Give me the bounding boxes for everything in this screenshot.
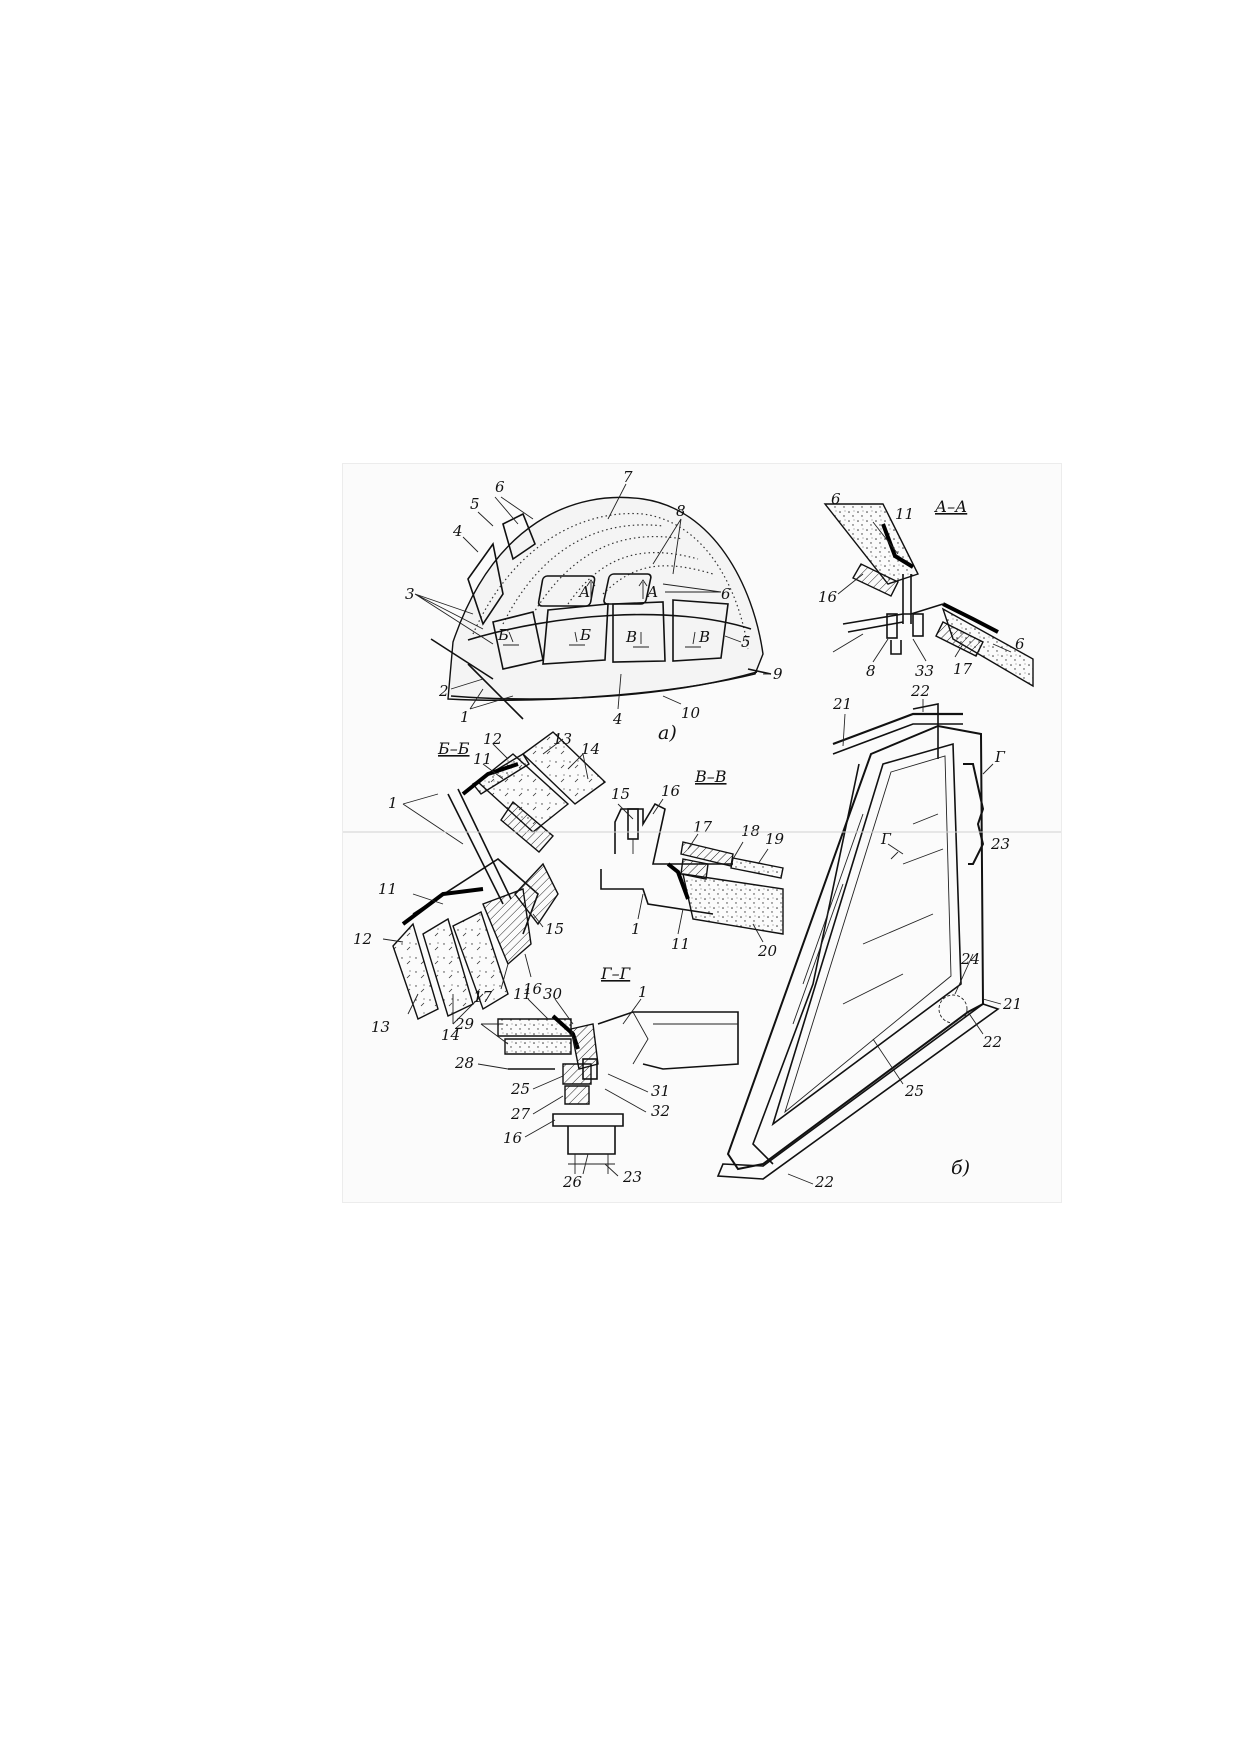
section-title: Г–Г <box>600 964 632 983</box>
label: 15 <box>611 785 630 803</box>
label: 12 <box>353 930 372 948</box>
label: 6 <box>831 490 841 508</box>
label: 1 <box>388 794 398 812</box>
label: 21 <box>832 695 852 713</box>
label: 8 <box>866 662 876 680</box>
label: 22 <box>982 1033 1002 1051</box>
label: 5 <box>470 495 480 513</box>
label: 17 <box>693 818 713 836</box>
label: 16 <box>503 1129 523 1147</box>
section-gg <box>477 998 739 1177</box>
section-bb-labels: Б–Б 1 11 11 12 12 13 13 14 14 15 16 17 <box>353 730 600 1044</box>
label: 21 <box>1002 995 1022 1013</box>
label: 10 <box>681 704 701 722</box>
label: 22 <box>814 1173 834 1191</box>
label: 29 <box>454 1015 475 1033</box>
section-vv <box>600 798 784 943</box>
section-mark: Б <box>497 626 509 644</box>
view-a-canopy <box>414 483 772 720</box>
view-b-window <box>716 699 1002 1185</box>
technical-drawing: 6 5 4 3 7 8 6 5 9 10 4 2 1 А А Б Б В В а… <box>342 463 1062 1203</box>
section-mark: Б <box>579 626 591 644</box>
label: 6 <box>1015 635 1025 653</box>
label: 14 <box>581 740 600 758</box>
label: 22 <box>910 682 930 700</box>
label: 1 <box>631 920 641 938</box>
label: 32 <box>651 1102 670 1120</box>
label: 15 <box>545 920 564 938</box>
view-caption: а) <box>658 722 677 744</box>
label: 18 <box>741 822 760 840</box>
label: 11 <box>895 505 914 523</box>
label: 5 <box>741 633 751 651</box>
section-gg-labels: Г–Г 11 30 1 29 28 25 27 16 26 31 32 23 <box>454 964 670 1191</box>
label: 16 <box>818 588 838 606</box>
label: 11 <box>513 985 532 1003</box>
section-mark: Г <box>880 830 892 848</box>
label: 19 <box>765 830 785 848</box>
label: 17 <box>953 660 973 678</box>
label: 8 <box>676 502 686 520</box>
label: 33 <box>915 662 934 680</box>
label: 3 <box>405 585 415 603</box>
label: 12 <box>483 730 502 748</box>
label: 11 <box>473 750 492 768</box>
label: 16 <box>661 782 681 800</box>
section-mark: А <box>578 583 590 601</box>
section-aa-labels: А–А 6 6 11 16 8 33 17 <box>818 490 1025 680</box>
label: 14 <box>441 1026 460 1044</box>
label: 9 <box>773 665 783 683</box>
label: 1 <box>460 708 470 726</box>
label: 31 <box>651 1082 670 1100</box>
section-title: В–В <box>694 767 727 786</box>
label: 6 <box>721 585 731 603</box>
view-a-labels: 6 5 4 3 7 8 6 5 9 10 4 2 1 А А Б Б В В а… <box>405 468 783 744</box>
label: 16 <box>523 980 543 998</box>
view-b-labels: 22 21 23 24 21 22 25 22 Г Г б) <box>814 682 1022 1191</box>
label: 24 <box>960 950 980 968</box>
section-aa <box>823 503 1034 688</box>
label: 7 <box>623 468 633 486</box>
view-caption: б) <box>951 1157 970 1179</box>
label: 2 <box>438 682 449 700</box>
label: 4 <box>452 522 463 540</box>
label: 4 <box>612 710 623 728</box>
label: 20 <box>757 942 778 960</box>
label: 13 <box>553 730 572 748</box>
drawing-canvas: 6 5 4 3 7 8 6 5 9 10 4 2 1 А А Б Б В В а… <box>343 468 1061 1191</box>
section-title: А–А <box>934 497 967 516</box>
label: 11 <box>671 935 690 953</box>
label: 30 <box>543 985 563 1003</box>
label: 11 <box>378 880 397 898</box>
label: 23 <box>990 835 1010 853</box>
label: 13 <box>371 1018 390 1036</box>
label: 23 <box>622 1168 642 1186</box>
section-title: Б–Б <box>437 739 470 758</box>
section-mark: Г <box>994 748 1006 766</box>
label: 6 <box>495 478 505 496</box>
section-bb <box>382 731 607 1025</box>
section-mark: В <box>698 628 710 646</box>
section-mark: А <box>646 583 658 601</box>
label: 17 <box>473 988 493 1006</box>
label: 27 <box>510 1105 531 1123</box>
label: 1 <box>638 983 648 1001</box>
label: 28 <box>454 1054 474 1072</box>
label: 25 <box>510 1080 530 1098</box>
label: 25 <box>904 1082 924 1100</box>
label: 26 <box>562 1173 583 1191</box>
section-mark: В <box>625 628 637 646</box>
